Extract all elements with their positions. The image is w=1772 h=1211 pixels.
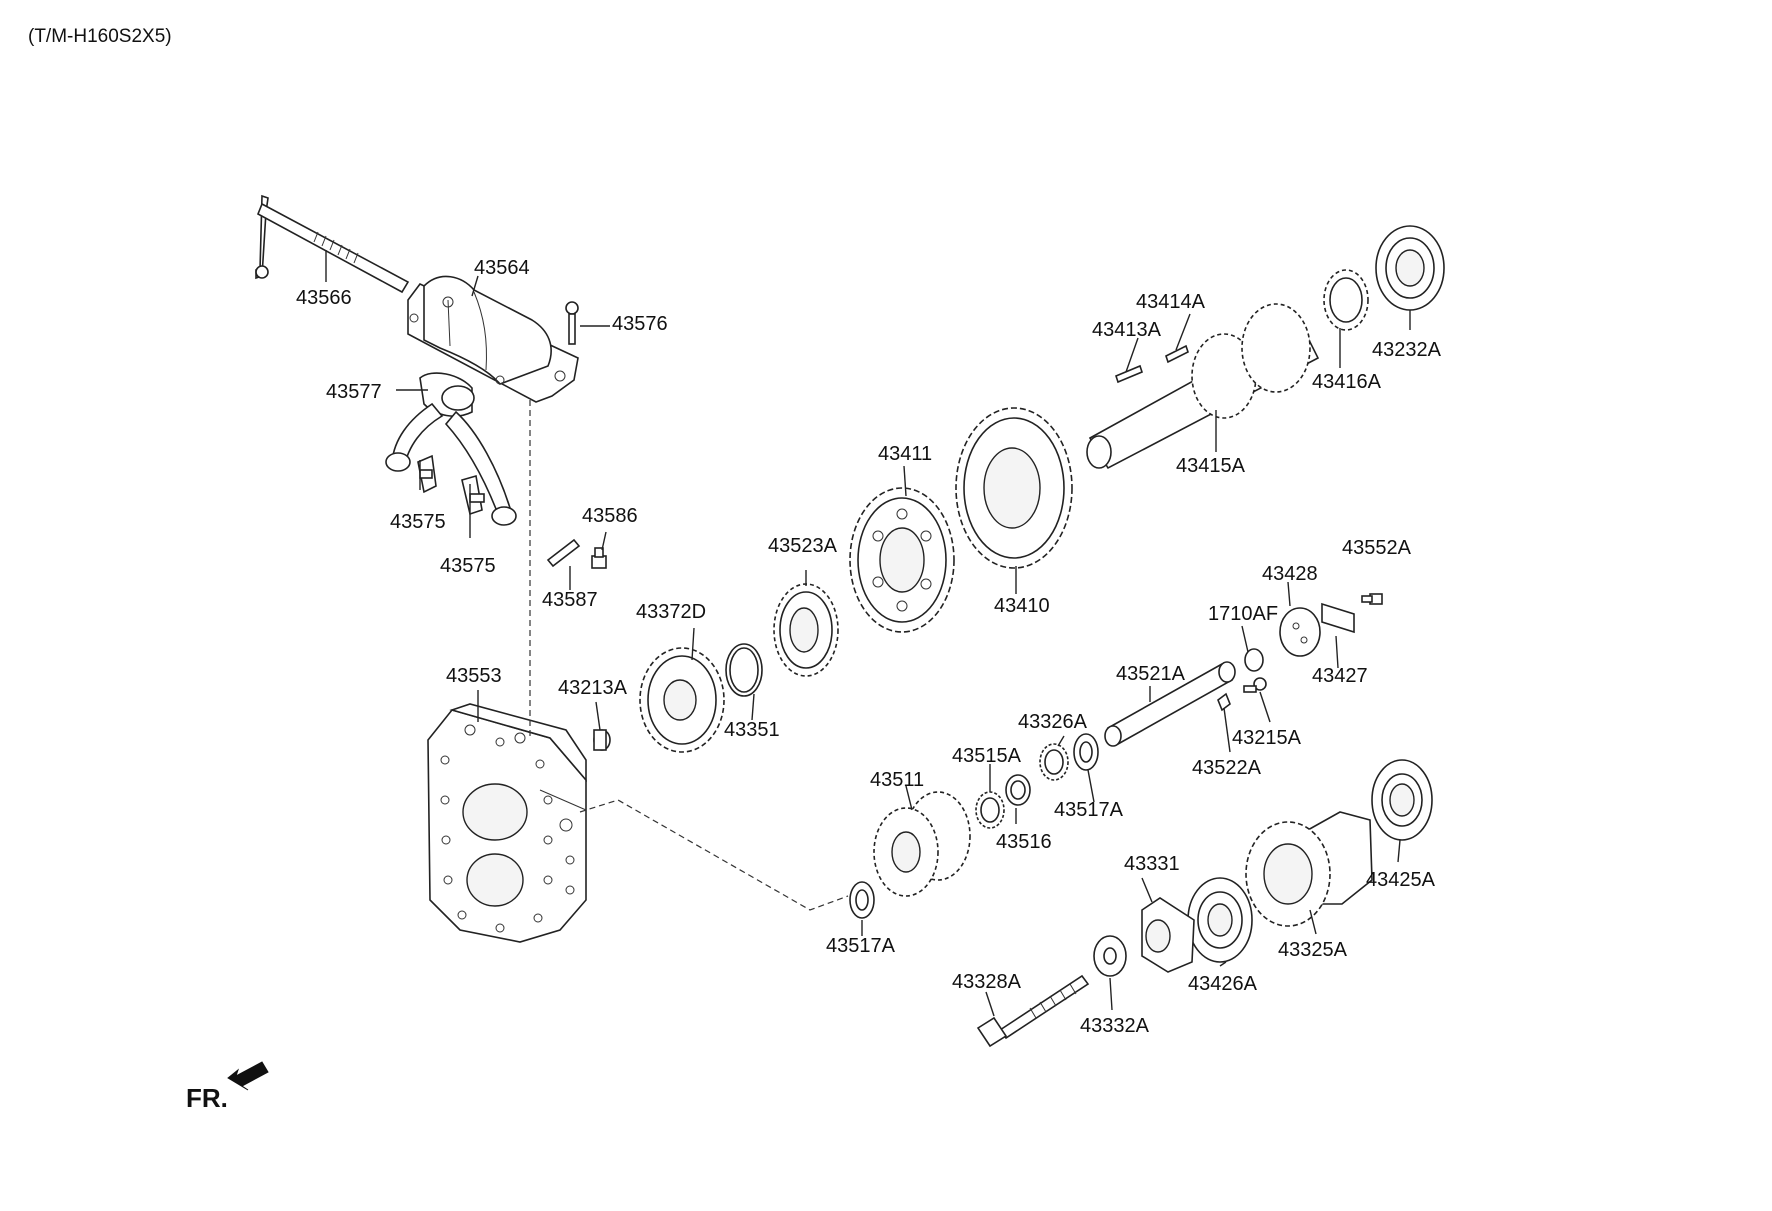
label-43521A[interactable]: 43521A (1116, 663, 1186, 685)
part-43427-lock-plate[interactable] (1321, 602, 1355, 634)
label-43413A[interactable]: 43413A (1092, 319, 1162, 341)
front-label: FR. (186, 1083, 228, 1113)
part-43410-gear[interactable] (955, 407, 1073, 569)
label-43332A[interactable]: 43332A (1080, 1015, 1150, 1037)
part-43564-shifter-housing[interactable] (407, 275, 579, 403)
leader-lines (325, 250, 1411, 1017)
part-43521A-idler-shaft[interactable] (1104, 661, 1236, 747)
label-43328A[interactable]: 43328A (952, 971, 1022, 993)
part-labels: 43566 43564 43576 43577 43575 43575 4358… (296, 257, 1442, 1037)
label-43575-upper[interactable]: 43575 (390, 511, 446, 533)
part-1710AF-oring[interactable] (1244, 648, 1264, 672)
label-43411[interactable]: 43411 (878, 443, 932, 465)
part-43516-spacer[interactable] (1005, 774, 1031, 806)
part-43413A-key[interactable] (1115, 364, 1143, 384)
part-43586-plug[interactable] (591, 547, 607, 569)
part-43522A-key[interactable] (1217, 692, 1231, 712)
part-43351-snap-ring[interactable] (725, 643, 763, 697)
part-43517A-thrust-washer-lower[interactable] (849, 881, 875, 919)
part-43517A-thrust-washer-upper[interactable] (1073, 733, 1099, 771)
front-indicator: FR. (186, 1061, 269, 1113)
part-43414A-key[interactable] (1165, 344, 1189, 364)
label-43515A[interactable]: 43515A (952, 745, 1022, 767)
label-43416A[interactable]: 43416A (1312, 371, 1382, 393)
label-43576[interactable]: 43576 (612, 313, 668, 335)
label-43566[interactable]: 43566 (296, 287, 352, 309)
label-43331[interactable]: 43331 (1124, 853, 1180, 875)
label-43428[interactable]: 43428 (1262, 563, 1318, 585)
label-43575-lower[interactable]: 43575 (440, 555, 496, 577)
part-43552A-bolt[interactable] (1361, 593, 1383, 605)
part-43566-shift-shaft[interactable] (255, 194, 410, 294)
label-43425A[interactable]: 43425A (1366, 869, 1436, 891)
label-43511[interactable]: 43511 (870, 769, 924, 791)
part-43523A-hub-gear[interactable] (773, 583, 839, 677)
label-43351[interactable]: 43351 (724, 719, 780, 741)
part-43232A-bearing[interactable] (1375, 225, 1445, 311)
label-43410[interactable]: 43410 (994, 595, 1050, 617)
part-43426A-bearing[interactable] (1187, 877, 1253, 963)
label-43564[interactable]: 43564 (474, 257, 530, 279)
label-43372D[interactable]: 43372D (636, 601, 706, 623)
part-43575-shoe-upper[interactable] (417, 454, 437, 494)
part-43511-idler-gear[interactable] (873, 791, 971, 897)
part-43425A-bearing[interactable] (1371, 759, 1433, 841)
assembly-line-case (579, 799, 849, 911)
part-43587-pin[interactable] (546, 538, 581, 568)
part-43215A-bolt[interactable] (1243, 677, 1267, 693)
model-code: (T/M-H160S2X5) (28, 26, 172, 47)
label-43213A[interactable]: 43213A (558, 677, 628, 699)
part-43428-plate[interactable] (1279, 607, 1321, 657)
label-43516[interactable]: 43516 (996, 831, 1052, 853)
label-43517A-upper[interactable]: 43517A (1054, 799, 1124, 821)
part-43326A-needle-bearing[interactable] (1039, 743, 1069, 781)
part-43416A-ring[interactable] (1323, 269, 1369, 331)
label-43427[interactable]: 43427 (1312, 665, 1368, 687)
label-43426A[interactable]: 43426A (1188, 973, 1258, 995)
part-43575-shoe-lower[interactable] (461, 474, 485, 516)
part-43331-spacer[interactable] (1141, 897, 1195, 973)
part-43415A-output-shaft[interactable] (1086, 303, 1320, 470)
label-43415A[interactable]: 43415A (1176, 455, 1246, 477)
part-43577-shift-fork[interactable] (385, 372, 517, 526)
part-43372D-gear[interactable] (639, 647, 725, 753)
part-43515A-needle-bearing[interactable] (975, 791, 1005, 829)
part-43576-bolt[interactable] (565, 301, 579, 345)
front-direction-arrow-icon (227, 1061, 269, 1091)
part-43325A-gear[interactable] (1245, 811, 1373, 927)
label-43232A[interactable]: 43232A (1372, 339, 1442, 361)
label-43215A[interactable]: 43215A (1232, 727, 1302, 749)
label-43553[interactable]: 43553 (446, 665, 502, 687)
part-43332A-washer[interactable] (1093, 935, 1127, 977)
label-1710AF[interactable]: 1710AF (1208, 603, 1278, 625)
part-43411-gear[interactable] (849, 487, 955, 633)
part-43213A-plug[interactable] (593, 729, 611, 751)
label-43523A[interactable]: 43523A (768, 535, 838, 557)
part-43328A-bolt[interactable] (976, 974, 1090, 1048)
label-43325A[interactable]: 43325A (1278, 939, 1348, 961)
label-43522A[interactable]: 43522A (1192, 757, 1262, 779)
label-43517A-lower[interactable]: 43517A (826, 935, 896, 957)
label-43552A[interactable]: 43552A (1342, 537, 1412, 559)
label-43414A[interactable]: 43414A (1136, 291, 1206, 313)
label-43586[interactable]: 43586 (582, 505, 638, 527)
label-43326A[interactable]: 43326A (1018, 711, 1088, 733)
part-43553-transfer-case[interactable] (427, 703, 587, 943)
label-43587[interactable]: 43587 (542, 589, 598, 611)
label-43577[interactable]: 43577 (326, 381, 382, 403)
